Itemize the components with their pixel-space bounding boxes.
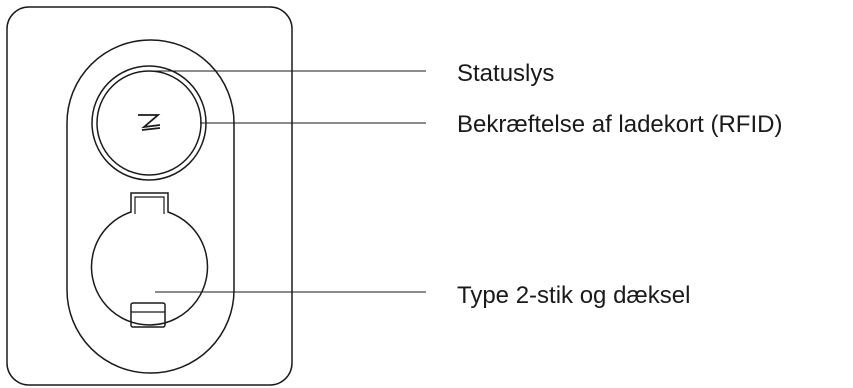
zaptec-z-logo-icon (138, 114, 161, 131)
label-rfid-card: Bekræftelse af ladekort (RFID) (457, 111, 783, 138)
charger-faceplate (66, 39, 235, 374)
socket-cover-latch (130, 302, 166, 328)
type2-socket-inner-lip (134, 196, 165, 214)
label-status-light: Statuslys (457, 60, 555, 87)
type2-socket-outline (90, 192, 209, 326)
charger-housing (6, 6, 293, 386)
label-type2-socket: Type 2-stik og dæksel (457, 282, 691, 309)
